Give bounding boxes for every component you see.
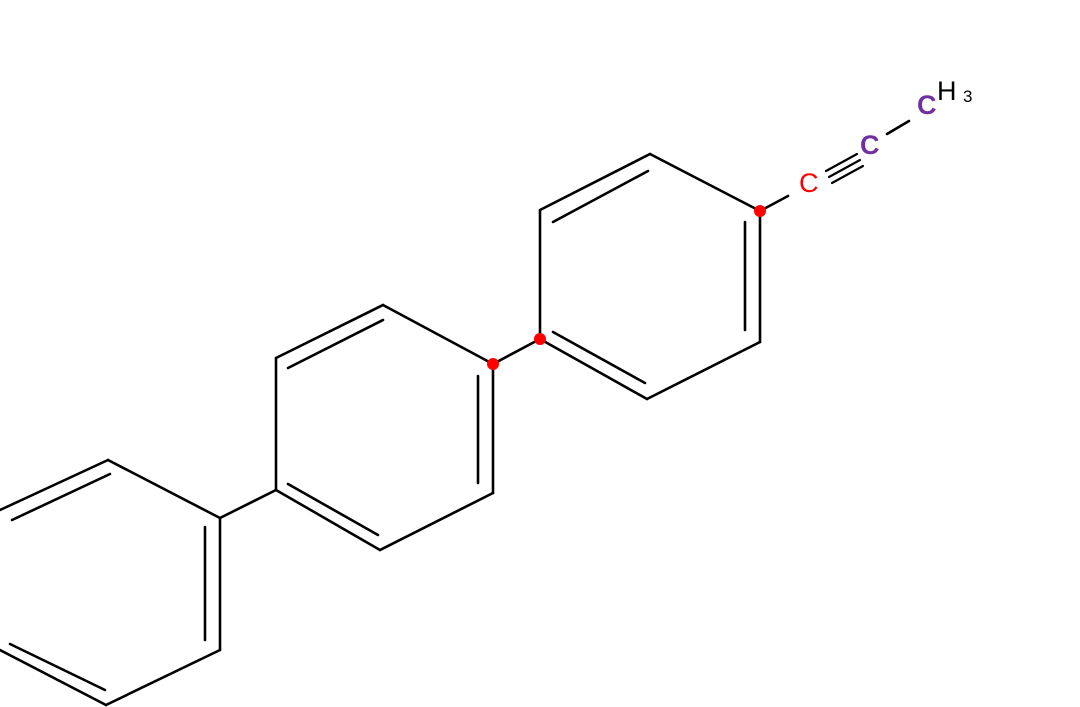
ring-a (0, 458, 222, 707)
ring-b (274, 303, 495, 552)
bond (648, 152, 762, 213)
atom-label-c1: C (799, 168, 819, 198)
bond (274, 303, 385, 360)
bond (381, 303, 495, 366)
bond (538, 152, 652, 212)
double-bond-inner (10, 472, 112, 522)
bond (0, 648, 108, 707)
bond (274, 488, 382, 552)
triple-bond (824, 152, 865, 185)
double-bond-inner (551, 169, 650, 224)
ring-c (538, 152, 762, 401)
atom-label-h: H (937, 76, 957, 106)
bond (106, 458, 222, 520)
bond (645, 340, 762, 401)
bond (378, 491, 495, 552)
double-bond-inner (286, 482, 380, 537)
highlight-dot (534, 333, 546, 345)
bond (104, 648, 222, 707)
atom-label-c2: C (860, 130, 880, 160)
atom-label-c3: C (917, 90, 937, 120)
bond-ring-b-ring-c (491, 337, 542, 366)
double-bond-inner (286, 318, 385, 370)
bond (0, 458, 110, 512)
bond (830, 164, 865, 185)
highlight-dot (754, 205, 766, 217)
bond (538, 337, 649, 401)
atom-label-subscript: 3 (963, 87, 972, 106)
double-bond-inner (551, 330, 647, 385)
bond (824, 152, 859, 173)
highlight-dot (487, 358, 499, 370)
bond-ring-a-ring-b (218, 488, 278, 520)
bond-alkyne-methyl (885, 119, 911, 136)
double-bond-inner (8, 642, 107, 692)
bond (827, 158, 862, 179)
